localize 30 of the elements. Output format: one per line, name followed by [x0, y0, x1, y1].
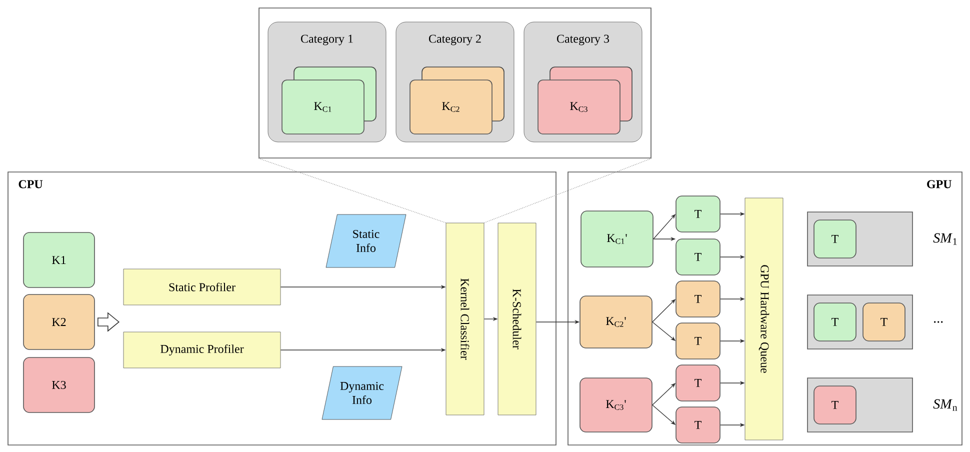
beside-label: SM$_{1}$ [933, 233, 957, 245]
process-box: Static Profiler [123, 268, 281, 306]
kernel-box: K$_{C1}$' [580, 210, 654, 268]
kernel-card-stack: K$_{C1}$ [282, 66, 376, 134]
task-box: T [814, 302, 856, 342]
task-box: T [676, 322, 720, 360]
process-box: Kernel Classifier [446, 222, 484, 416]
process-box: Dynamic Profiler [123, 332, 281, 368]
arrow [98, 312, 120, 332]
task-box: T [676, 238, 720, 276]
kernel-box: K2 [23, 294, 95, 350]
kernel-card-stack: K$_{C3}$ [538, 66, 632, 134]
data-parallelogram: Static Info [326, 214, 406, 268]
kernel-card-stack: K$_{C2}$ [410, 66, 504, 134]
task-box: T [814, 386, 856, 424]
kernel-box: K$_{C3}$' [580, 378, 652, 432]
task-box: T [814, 220, 856, 258]
kernel-box: K3 [23, 357, 95, 413]
kernel-box: K1 [23, 232, 95, 288]
data-parallelogram: Dynamic Info [322, 366, 402, 420]
process-box: K-Scheduler [498, 222, 536, 416]
task-box: T [676, 280, 720, 318]
task-box: T [862, 302, 906, 342]
beside-label: SM$_{n}$ [933, 399, 958, 411]
task-box: T [676, 406, 720, 444]
beside-label: ... [934, 321, 943, 323]
task-box: T [676, 364, 720, 402]
task-box: T [676, 196, 720, 232]
kernel-box: K$_{C2}$' [580, 296, 652, 348]
queue-box: GPU Hardware Queue [744, 198, 784, 440]
